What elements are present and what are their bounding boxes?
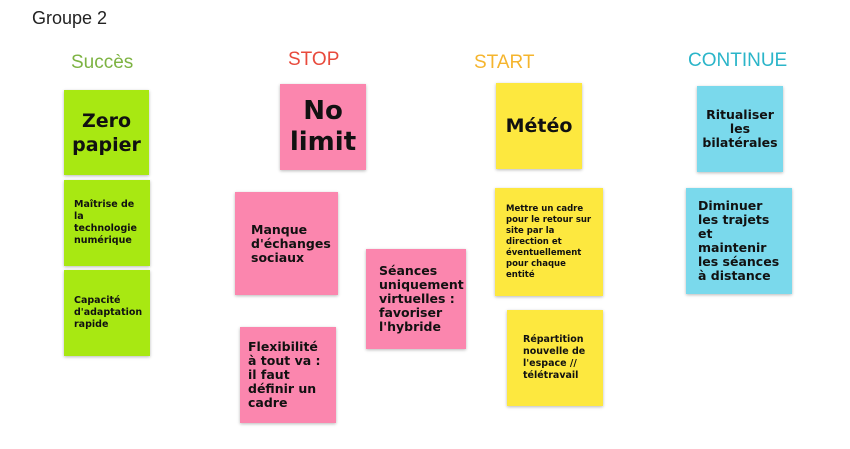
sticky-note-text: Diminuer les trajets et maintenir les sé… bbox=[698, 198, 780, 283]
sticky-note-manque-echanges[interactable]: Manque d'échanges sociaux bbox=[235, 192, 338, 295]
sticky-note-maitrise-technologie[interactable]: Maîtrise de la technologie numérique bbox=[64, 180, 150, 266]
sticky-note-text: Zero papier bbox=[72, 109, 141, 156]
sticky-note-flexibilite[interactable]: Flexibilité à tout va : il faut définir … bbox=[240, 327, 336, 423]
sticky-note-zero-papier[interactable]: Zero papier bbox=[64, 90, 149, 175]
sticky-note-text: Météo bbox=[505, 115, 573, 137]
sticky-note-cadre-retour-site[interactable]: Mettre un cadre pour le retour sur site … bbox=[495, 188, 603, 296]
sticky-note-text: Ritualiser les bilatérales bbox=[702, 107, 778, 150]
sticky-note-text: Capacité d'adaptation rapide bbox=[74, 295, 143, 330]
column-header-succes: Succès bbox=[71, 52, 134, 73]
sticky-note-ritualiser-bilaterales[interactable]: Ritualiser les bilatérales bbox=[697, 86, 783, 172]
column-header-continue: CONTINUE bbox=[688, 50, 788, 71]
sticky-note-text: Répartition nouvelle de l'espace // télé… bbox=[523, 334, 586, 381]
sticky-note-seances-virtuelles[interactable]: Séances uniquement virtuelles : favorise… bbox=[366, 249, 466, 349]
sticky-note-diminuer-trajets[interactable]: Diminuer les trajets et maintenir les sé… bbox=[686, 188, 792, 294]
sticky-note-repartition-espace[interactable]: Répartition nouvelle de l'espace // télé… bbox=[507, 310, 603, 406]
sticky-note-meteo[interactable]: Météo bbox=[496, 83, 582, 169]
sticky-note-text: Séances uniquement virtuelles : favorise… bbox=[379, 263, 464, 334]
sticky-note-capacite-adaptation[interactable]: Capacité d'adaptation rapide bbox=[64, 270, 150, 356]
sticky-note-text: Mettre un cadre pour le retour sur site … bbox=[506, 203, 592, 280]
sticky-note-text: Manque d'échanges sociaux bbox=[251, 221, 331, 265]
sticky-note-text: Flexibilité à tout va : il faut définir … bbox=[248, 339, 321, 410]
sticky-note-no-limit[interactable]: No limit bbox=[280, 84, 366, 170]
sticky-note-text: Maîtrise de la technologie numérique bbox=[74, 199, 137, 246]
column-header-stop: STOP bbox=[288, 49, 340, 70]
column-header-start: START bbox=[474, 52, 535, 73]
sticky-note-text: No limit bbox=[289, 96, 357, 157]
board-title: Groupe 2 bbox=[32, 8, 108, 28]
